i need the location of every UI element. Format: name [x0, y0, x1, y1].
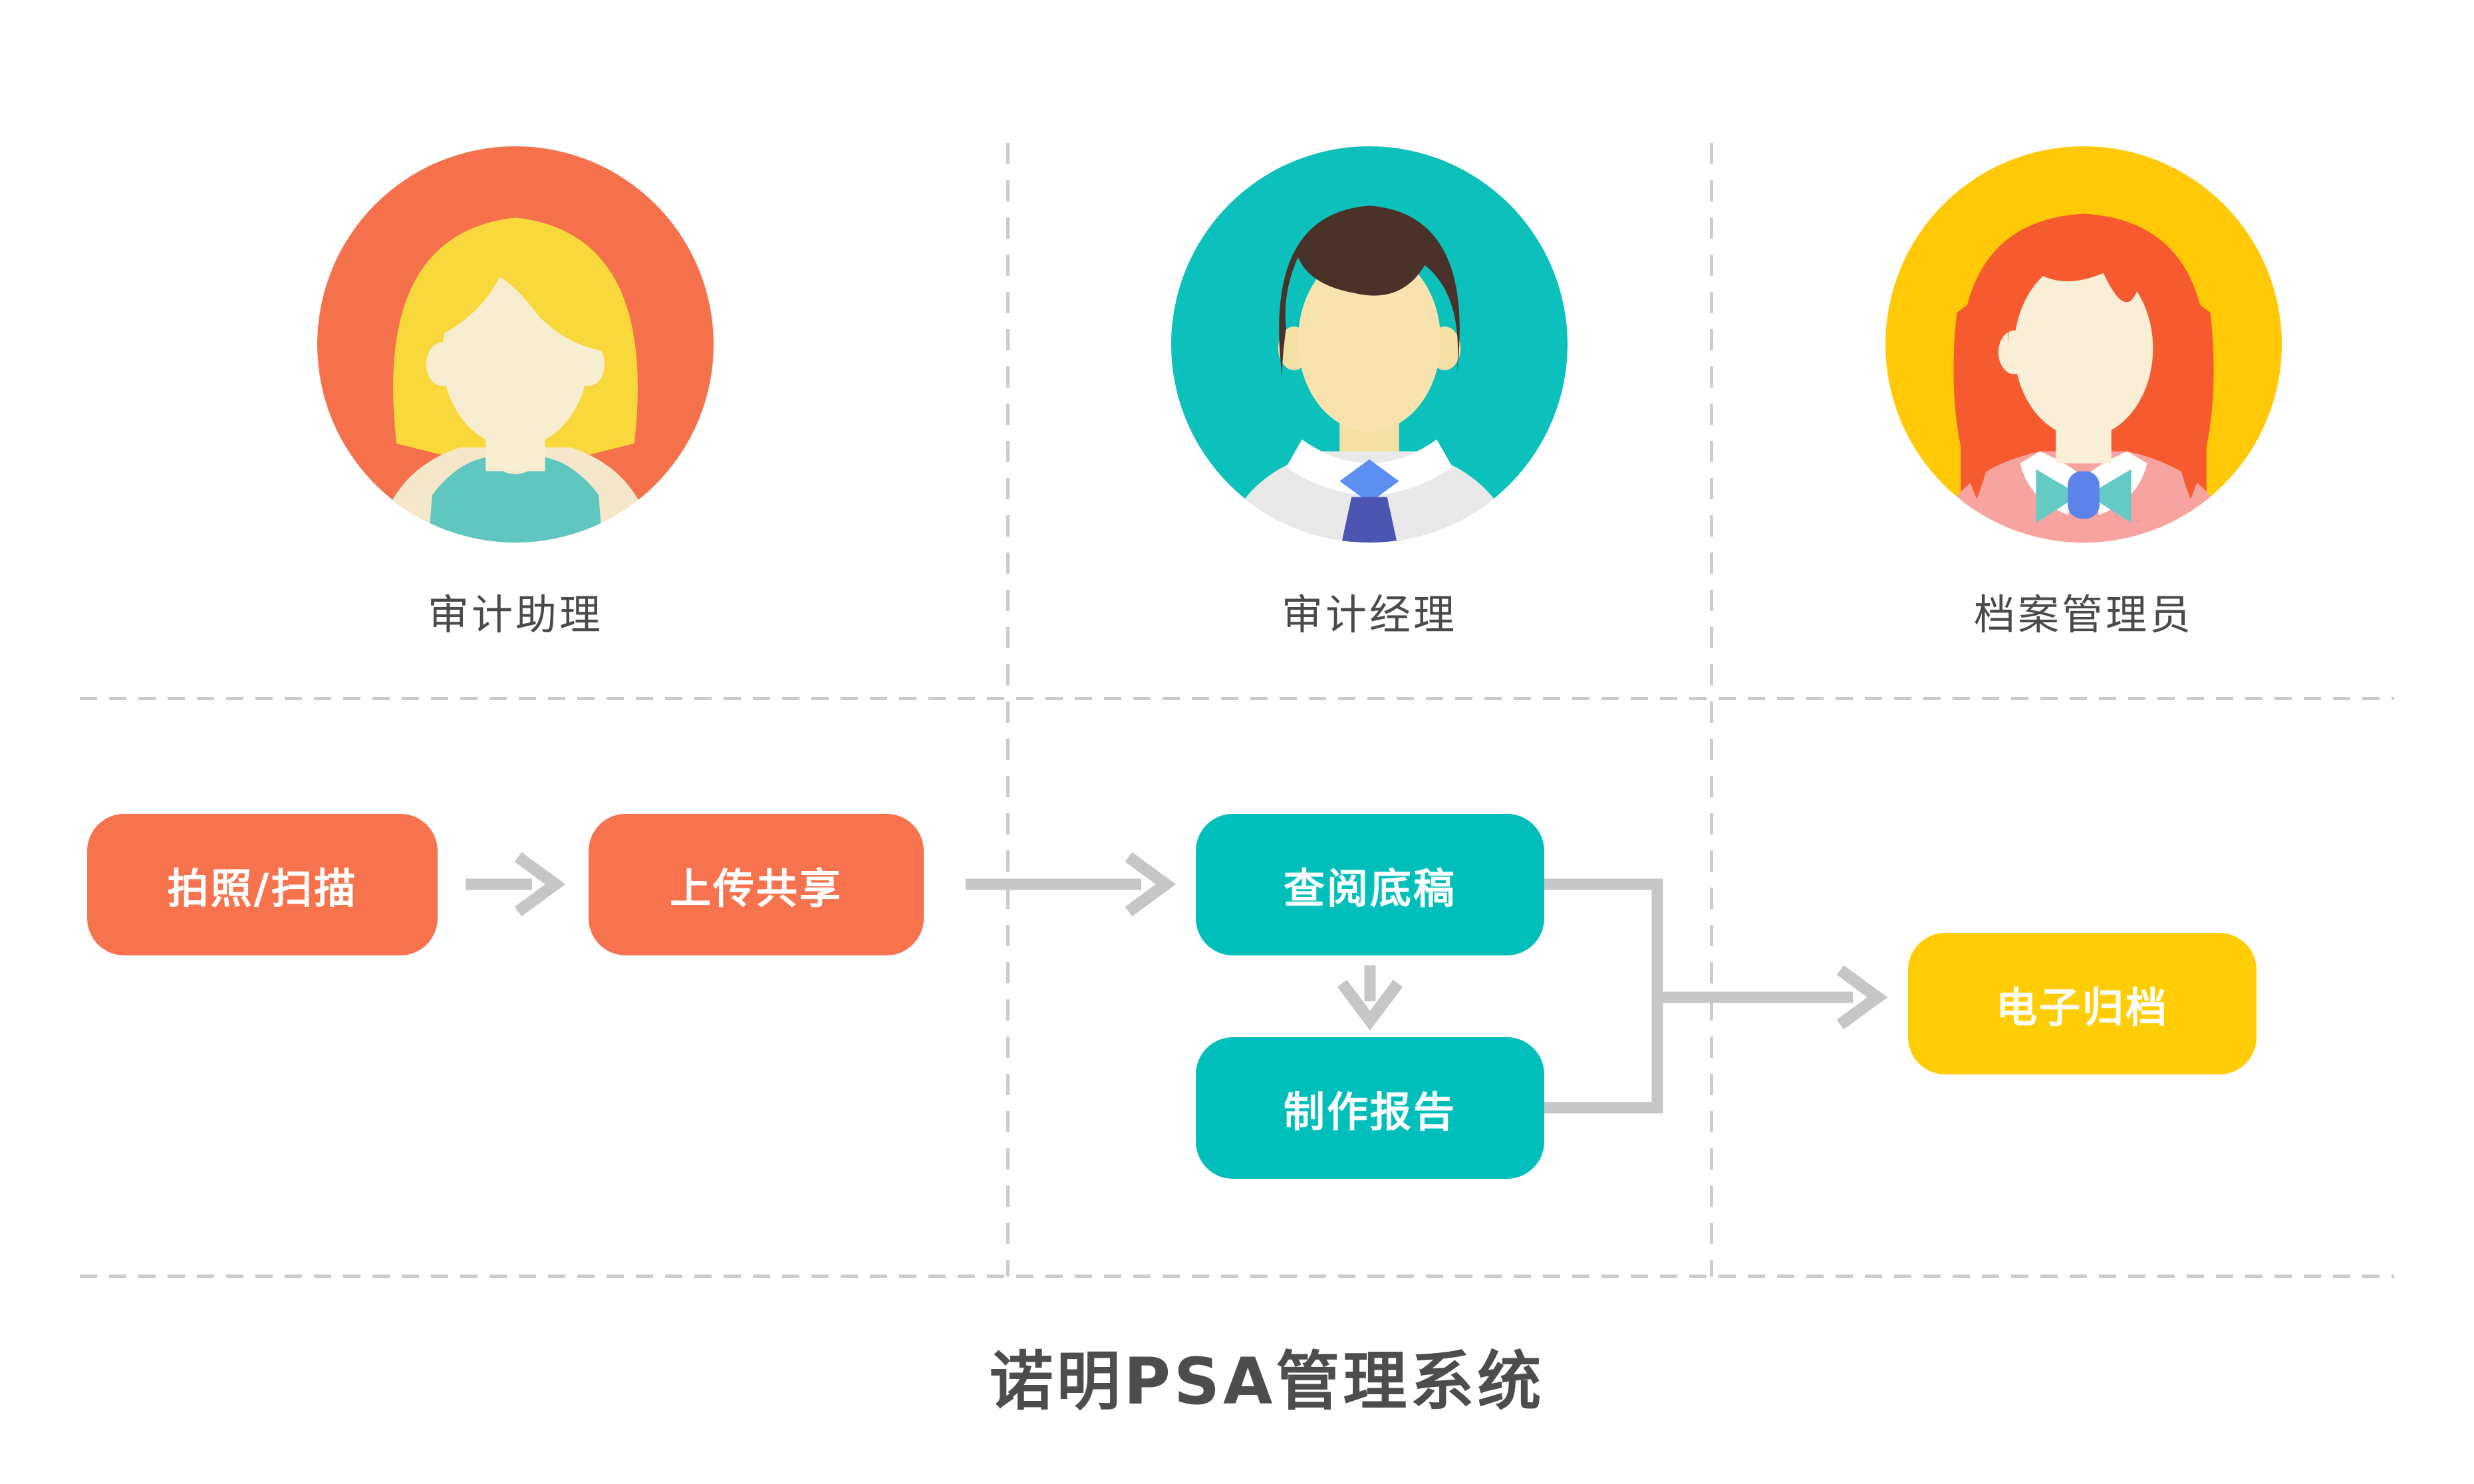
role-label-audit-assistant: 审计助理: [427, 590, 603, 639]
bow-right: [2087, 469, 2131, 523]
step-box-photo-scan: 拍照/扫描: [87, 814, 438, 955]
role-label-audit-manager: 审计经理: [1281, 590, 1457, 639]
role-label-archive-administrator: 档案管理员: [1973, 590, 2193, 639]
face: [1298, 249, 1441, 432]
step-box-electronic-archive: 电子归档: [1908, 933, 2257, 1074]
avatar-audit-assistant: [317, 146, 714, 543]
tie-body: [1335, 497, 1403, 543]
avatar-archive-administrator: [1885, 146, 2282, 543]
hair-lock-left: [1953, 289, 1997, 499]
tank-top: [428, 457, 603, 543]
hair-lock-right: [2170, 289, 2214, 499]
hair: [1279, 205, 1460, 376]
divider-horizontal-top: [80, 697, 2394, 700]
arrow-right-icon-2: [966, 852, 1176, 917]
hair-bangs: [2007, 225, 2179, 408]
arrow-right-icon-3: [1657, 965, 1888, 1030]
arrow-down-icon: [1337, 965, 1403, 1031]
divider-horizontal-bottom: [80, 1275, 2394, 1278]
page-title: 诺明PSA管理系统: [989, 1344, 1545, 1419]
bow-left: [2036, 469, 2080, 523]
hair-fringe: [431, 237, 617, 352]
face: [2014, 259, 2153, 438]
step-box-review-workpapers: 查阅底稿: [1196, 814, 1544, 955]
bow-knot: [2068, 471, 2100, 519]
bracket-connector: [1544, 878, 1663, 1114]
avatar-audit-manager: [1171, 146, 1568, 543]
divider-vertical-1: [1006, 143, 1010, 1277]
step-box-upload-share: 上传共享: [589, 814, 924, 955]
arrow-right-icon-1: [466, 852, 566, 917]
divider-vertical-2: [1710, 143, 1713, 1277]
step-box-make-report: 制作报告: [1196, 1037, 1544, 1179]
